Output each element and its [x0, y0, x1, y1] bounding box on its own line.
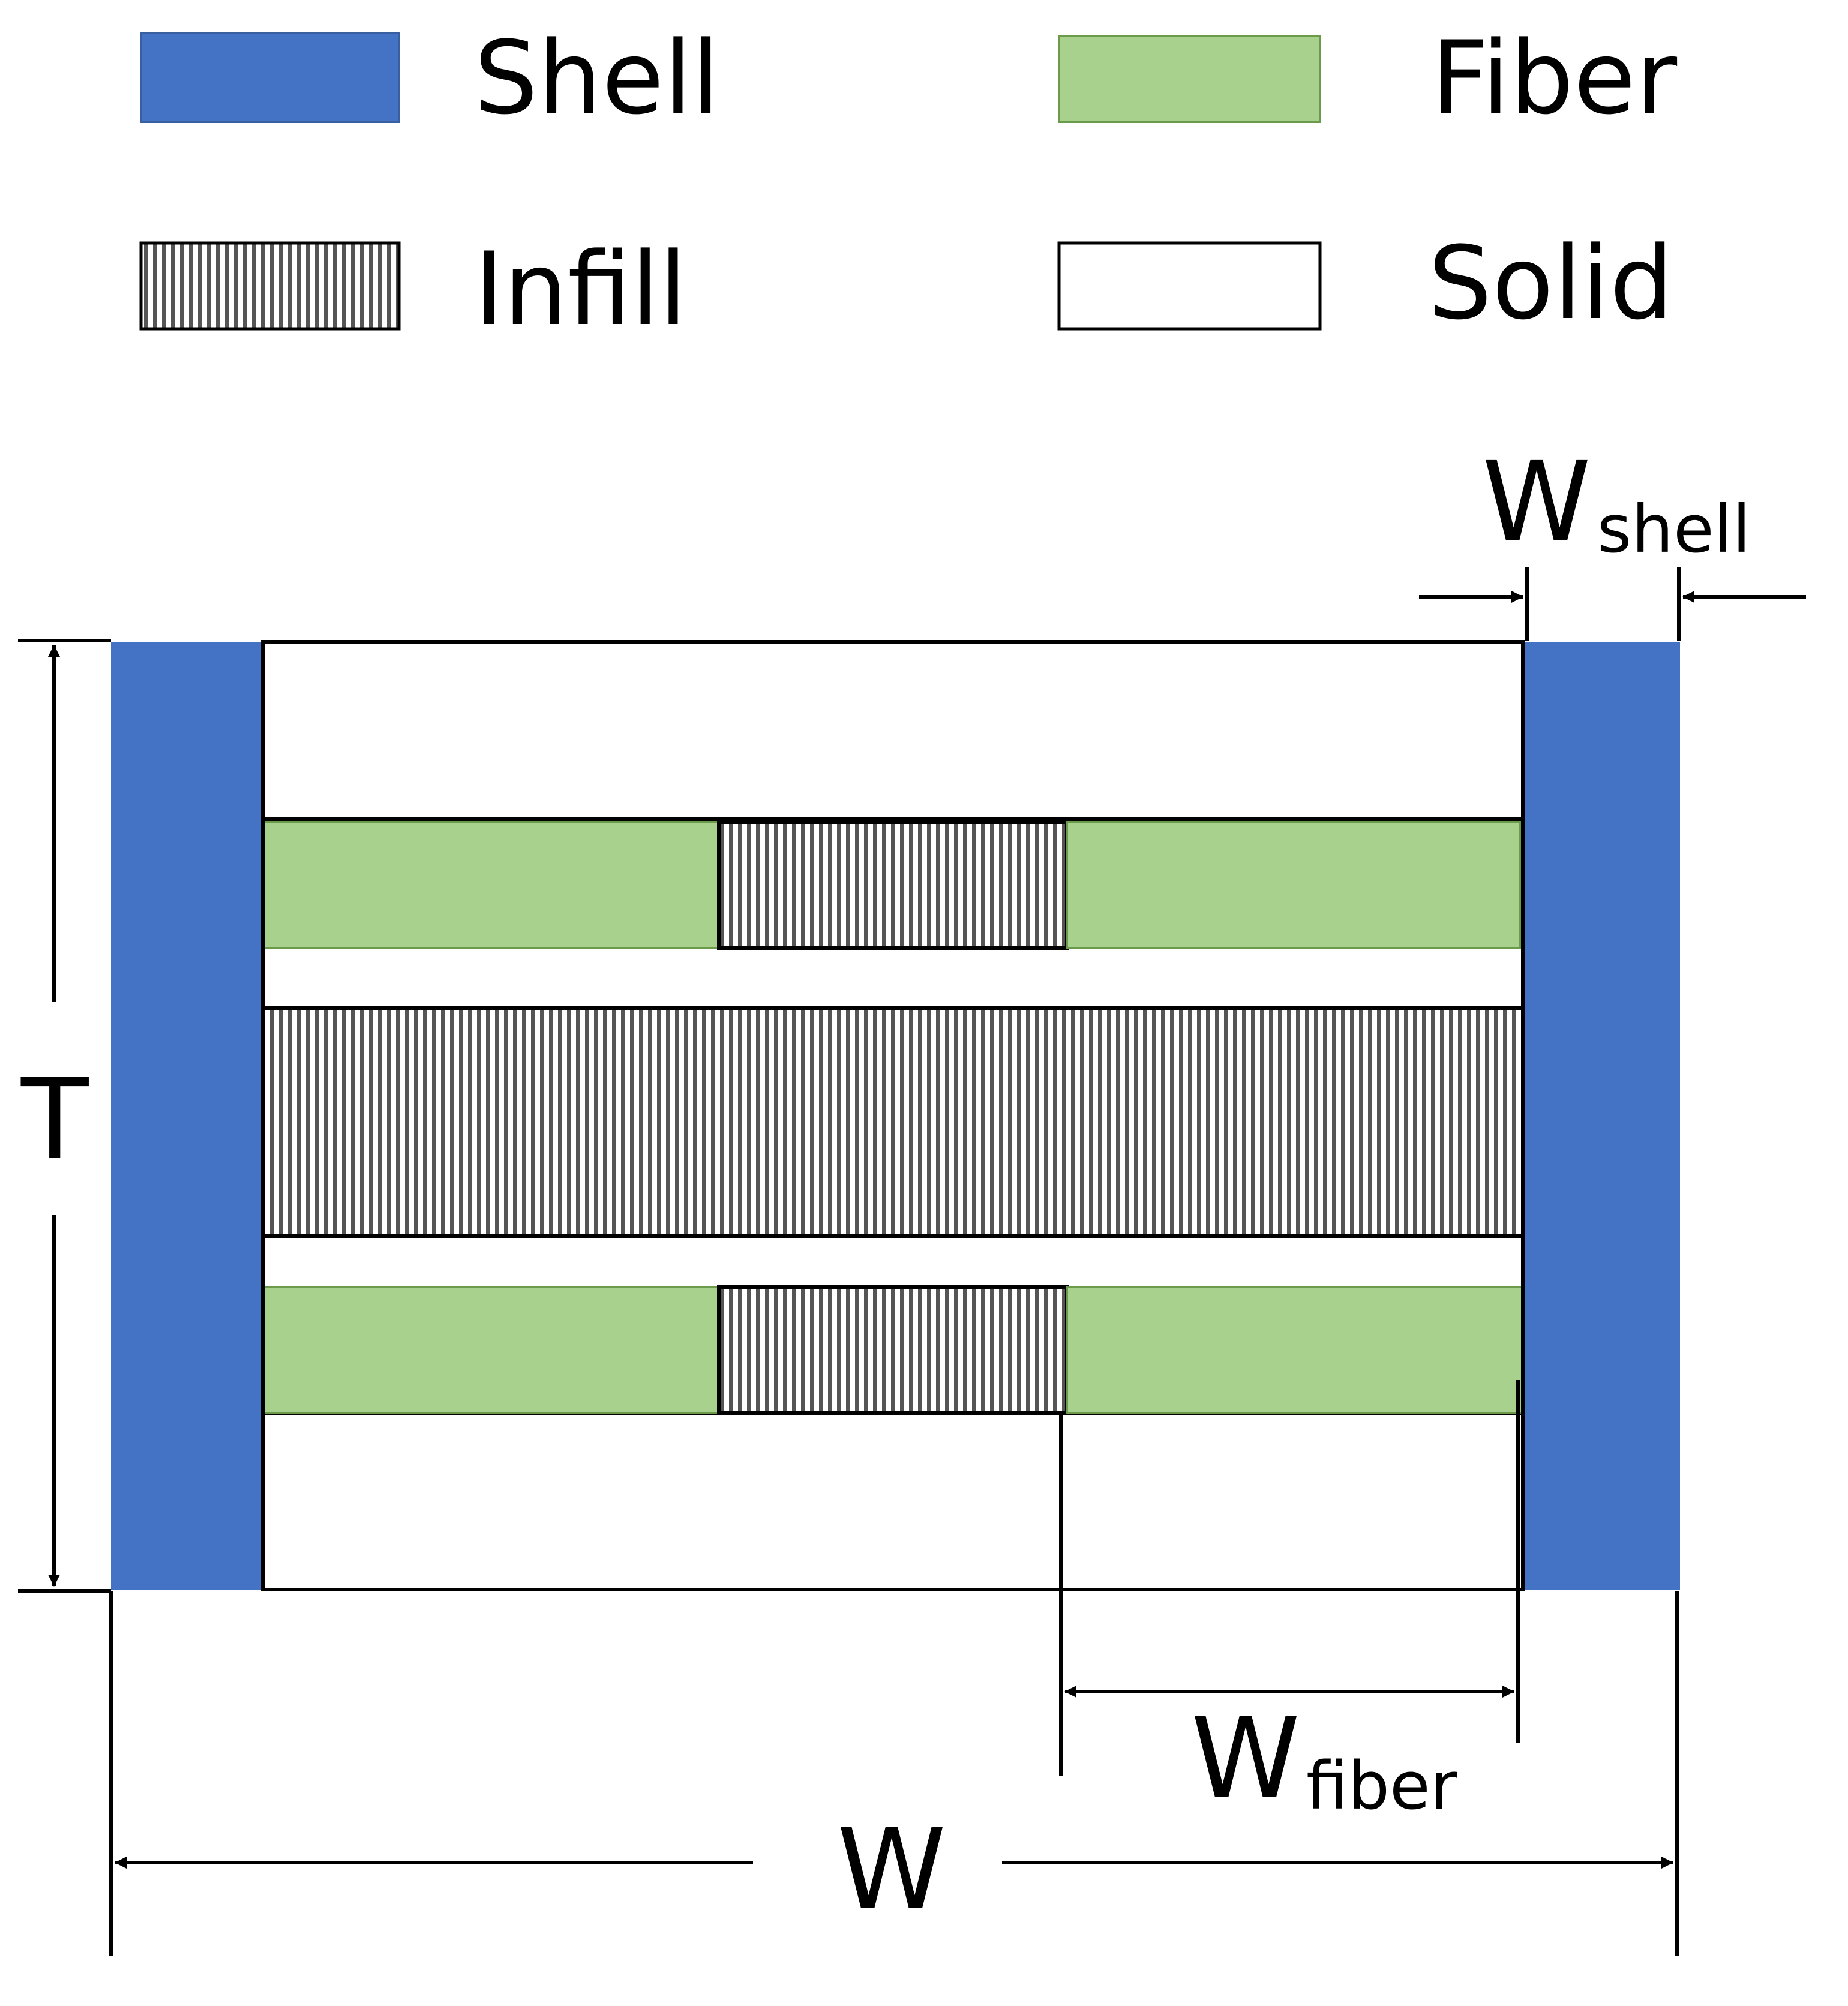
dimension-labels: T Wshell Wfiber W — [20, 438, 1751, 1934]
w-shell-label: Wshell — [1482, 438, 1751, 567]
dimensions — [18, 567, 1806, 1956]
legend-item-fiber: Fiber — [1058, 19, 1678, 137]
legend-item-solid: Solid — [1057, 224, 1673, 342]
w-fiber-label-sub: fiber — [1306, 1747, 1458, 1824]
w-shell-label-main: W — [1482, 438, 1591, 566]
legend-label-shell: Shell — [474, 19, 720, 137]
w-fiber-label-main: W — [1191, 1695, 1300, 1823]
fiber-layer-bottom-right — [1066, 1286, 1524, 1414]
legend-item-infill: Infill — [139, 230, 687, 348]
legend-item-shell: Shell — [140, 19, 720, 137]
legend-swatch-fiber — [1058, 35, 1321, 123]
solid-layer-top — [261, 640, 1525, 821]
infill-patch-bottom — [717, 1285, 1069, 1415]
legend-swatch-solid — [1057, 241, 1322, 331]
fiber-layer-top-right — [1066, 821, 1521, 949]
fiber-layer-top-left — [262, 821, 720, 949]
infill-core — [261, 1006, 1525, 1238]
solid-layer-bottom — [261, 1411, 1525, 1591]
w-shell-label-sub: shell — [1597, 491, 1751, 567]
w-fiber-label: Wfiber — [1191, 1695, 1458, 1824]
legend-label-solid: Solid — [1428, 224, 1673, 342]
t-label: T — [20, 1056, 89, 1184]
cross-section — [111, 640, 1680, 1591]
legend: Shell Fiber Infill Solid — [139, 19, 1678, 348]
legend-swatch-shell — [140, 32, 400, 123]
infill-patch-top — [717, 820, 1069, 950]
w-label: W — [837, 1806, 946, 1934]
fiber-layer-bottom-left — [262, 1286, 720, 1414]
legend-label-infill: Infill — [474, 230, 687, 348]
shell-wall-left — [111, 642, 263, 1590]
legend-label-fiber: Fiber — [1431, 19, 1678, 137]
shell-wall-right — [1523, 642, 1680, 1590]
legend-swatch-infill — [139, 241, 401, 331]
